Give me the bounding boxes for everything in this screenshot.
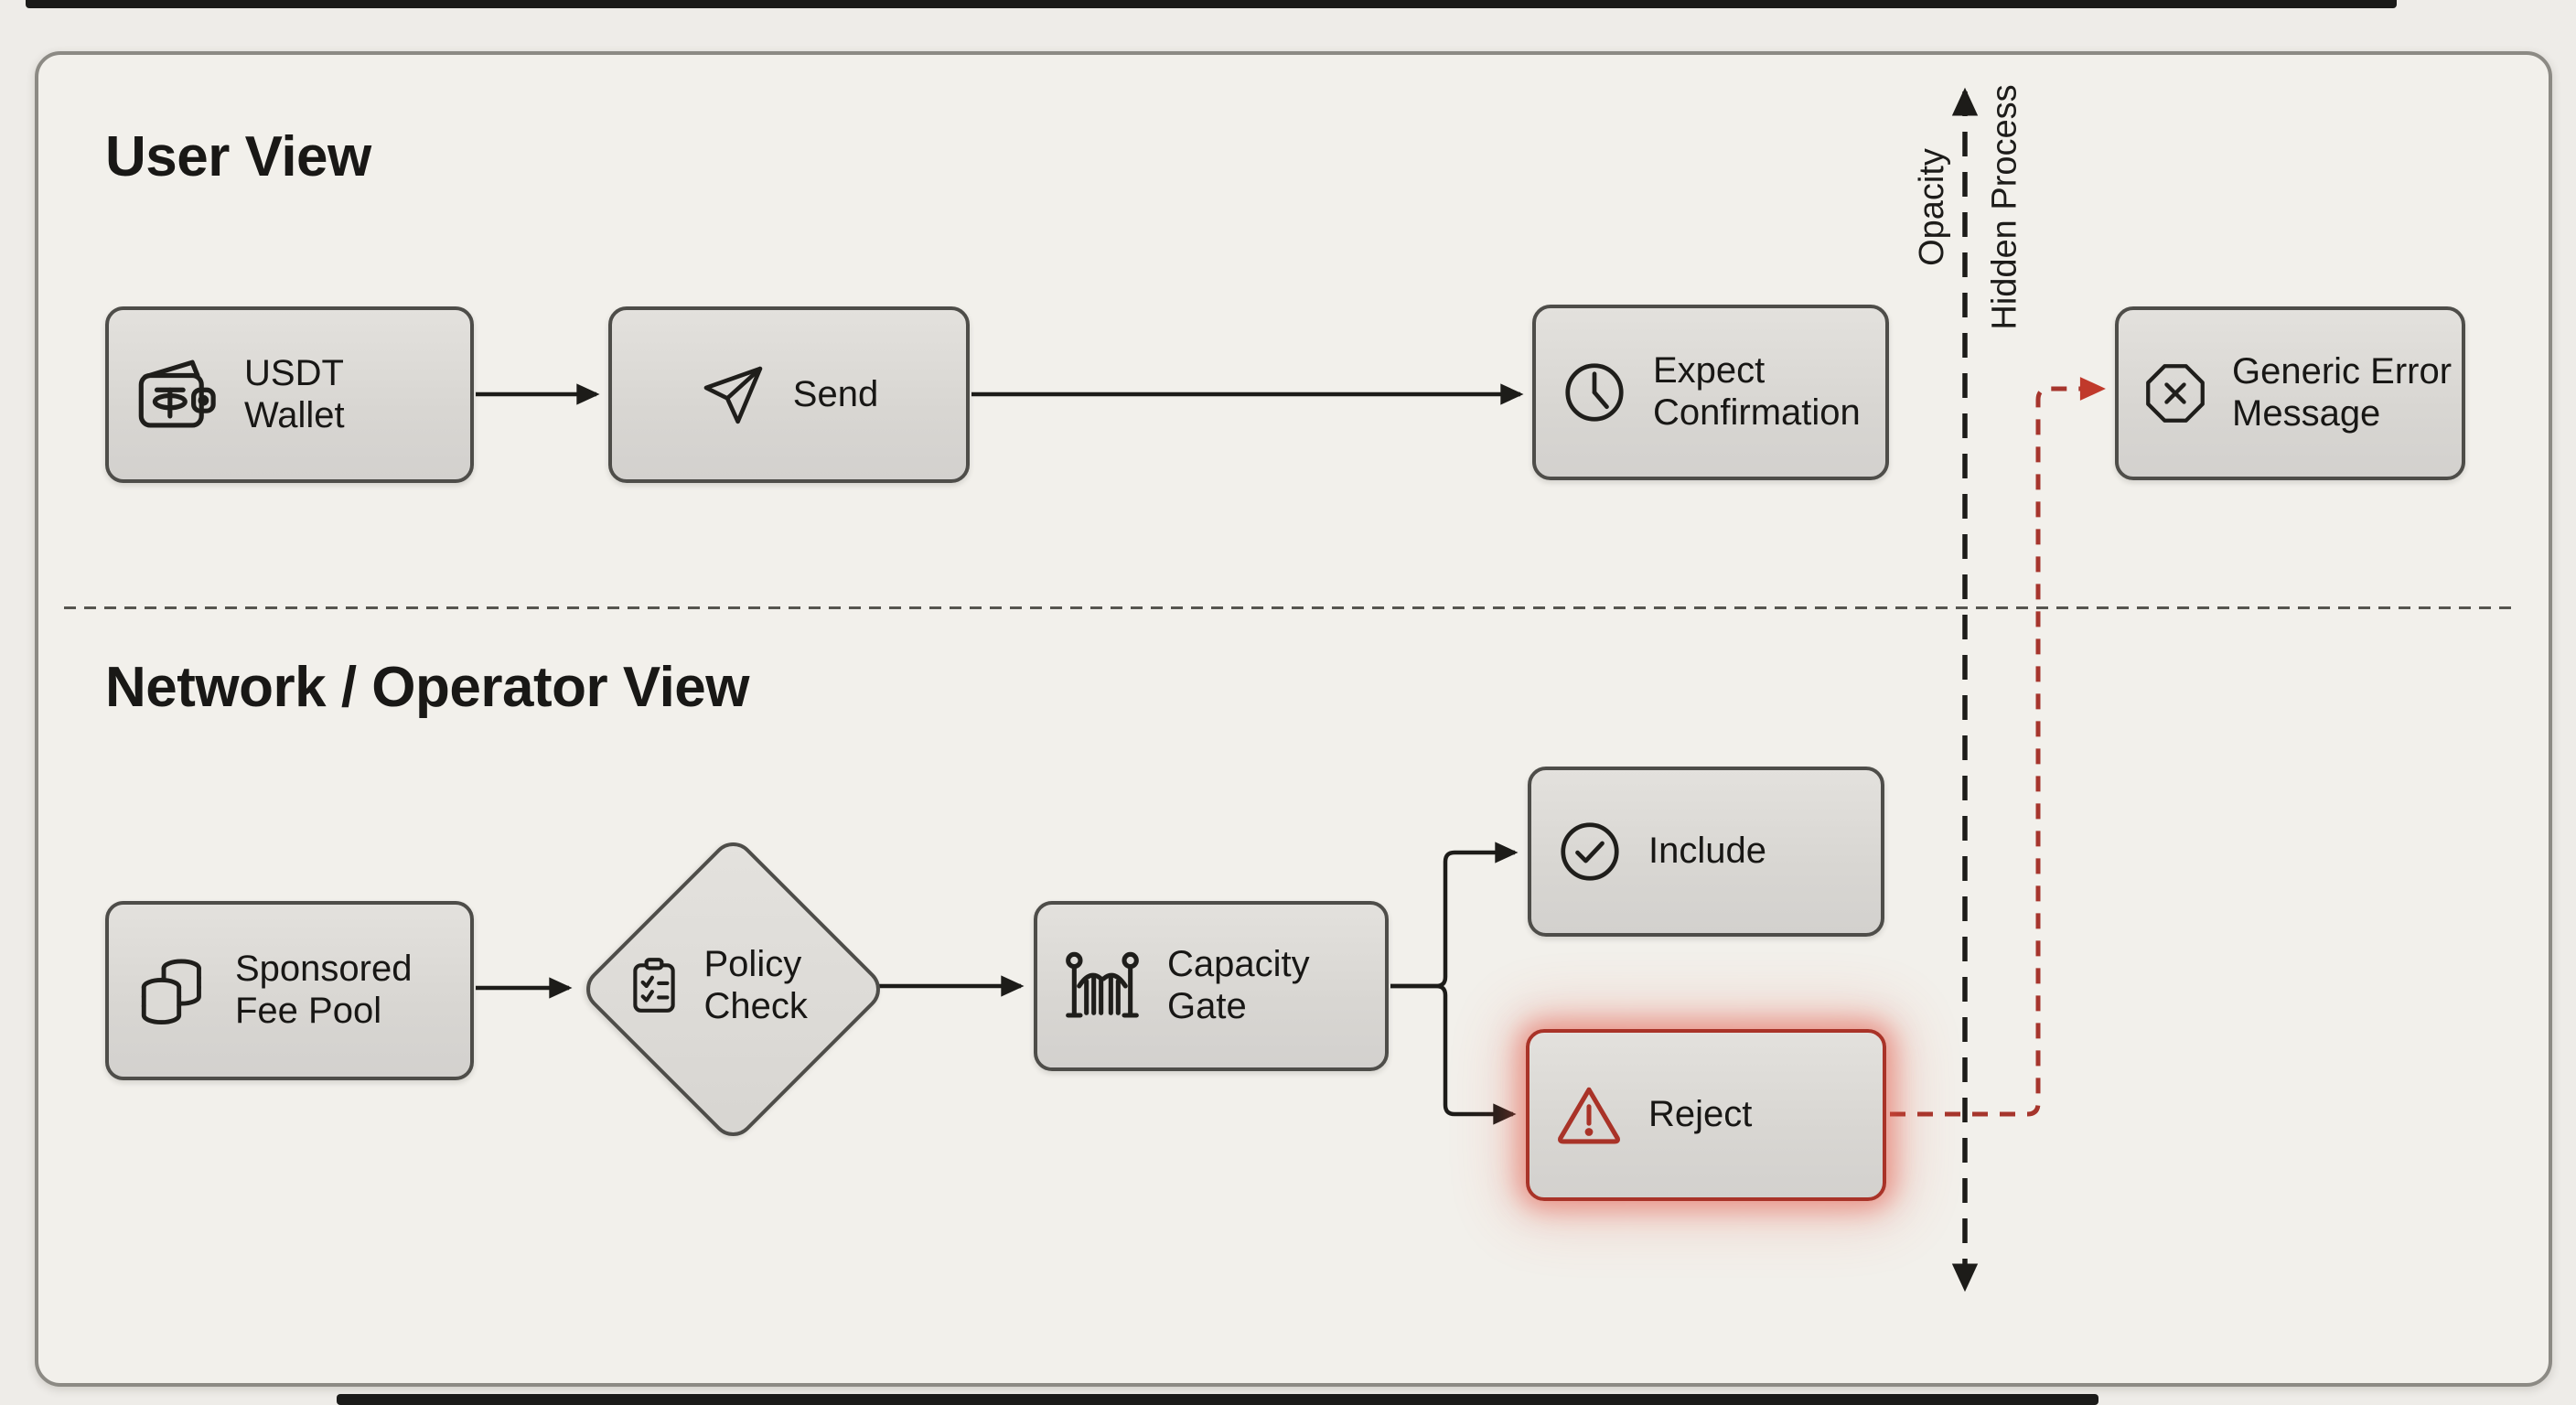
coin-stack-icon: [141, 959, 201, 1024]
clipboard-check-icon: [632, 958, 675, 1013]
node-label: Generic Error Message: [2232, 351, 2453, 434]
node-capacity-gate: Capacity Gate: [1034, 901, 1389, 1071]
node-label: Policy Check: [703, 944, 808, 1026]
user-view-title: User View: [105, 125, 371, 188]
section-divider: [64, 606, 2517, 609]
check-circle-icon: [1561, 822, 1619, 881]
axis-label-hidden-process: Hidden Process: [1981, 64, 2029, 349]
paper-plane-icon: [703, 366, 762, 424]
node-label: USDT Wallet: [244, 352, 345, 435]
node-sponsored-fee-pool: Sponsored Fee Pool: [105, 901, 474, 1080]
node-usdt-wallet: USDT Wallet: [105, 306, 474, 483]
axis-label-hidden-process-text: Hidden Process: [1985, 83, 2024, 330]
node-label: Reject: [1648, 1094, 1753, 1135]
node-include: Include: [1528, 767, 1884, 937]
node-label: Capacity Gate: [1167, 944, 1310, 1026]
x-octagon-icon: [2146, 364, 2205, 423]
node-label: Include: [1648, 831, 1766, 872]
node-expect-confirmation: Expect Confirmation: [1532, 305, 1889, 480]
node-generic-error-message: Generic Error Message: [2115, 306, 2465, 480]
diagram-card: [35, 51, 2552, 1387]
node-label: Send: [792, 373, 879, 414]
arrow-reject-to-generic-error: [1890, 377, 2106, 1117]
photo-artifact-bottom-bar: [337, 1394, 2098, 1405]
node-policy-check: Policy Check: [593, 922, 867, 1050]
node-label: Expect Confirmation: [1653, 350, 1861, 433]
axis-label-opacity: Opacity: [1910, 73, 1954, 340]
warning-triangle-icon: [1558, 1087, 1620, 1144]
axis-label-opacity-text: Opacity: [1912, 147, 1951, 266]
wallet-tether-icon: [138, 359, 216, 428]
gate-icon: [1066, 951, 1139, 1018]
node-reject: Reject: [1526, 1029, 1886, 1201]
node-send: Send: [608, 306, 970, 483]
network-view-title: Network / Operator View: [105, 656, 750, 719]
photo-artifact-top-bar: [26, 0, 2397, 8]
arrow-gate-to-reject: [1390, 983, 1517, 1125]
clock-icon: [1565, 363, 1624, 422]
arrow-gate-to-include: [1390, 842, 1519, 989]
node-label: Sponsored Fee Pool: [235, 949, 413, 1031]
